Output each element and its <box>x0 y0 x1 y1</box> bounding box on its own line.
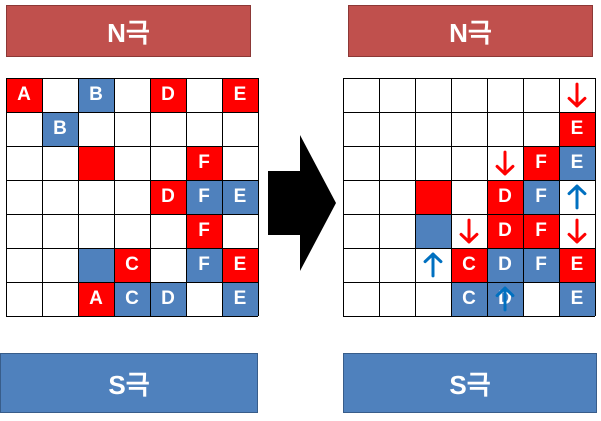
right-cell-blue-c: C <box>451 282 487 316</box>
left-cell-blue-d: D <box>150 282 186 316</box>
left-cell-red-e: E <box>222 78 258 112</box>
right-arrow-up-icon <box>423 252 443 278</box>
right-cell-blue-e: E <box>559 282 595 316</box>
right-cell-red-f: F <box>523 214 559 248</box>
right-cell-red-d: D <box>487 214 523 248</box>
left-cell-blue-f: F <box>186 180 222 214</box>
right-cell-red-d: D <box>487 180 523 214</box>
right-cell-blue-f: F <box>523 248 559 282</box>
right-arrow-up-icon <box>567 184 587 210</box>
right-arrow-down-icon <box>567 218 587 244</box>
left-s-pole-label: S극 <box>0 353 258 413</box>
left-n-pole-label: N극 <box>6 5 251 57</box>
right-s-pole-label: S극 <box>343 353 597 413</box>
right-cell-red-blank <box>415 180 451 214</box>
right-cell-red-e: E <box>559 248 595 282</box>
left-cell-red-blank <box>78 146 114 180</box>
left-cell-red-f: F <box>186 214 222 248</box>
left-cell-red-d: D <box>150 180 186 214</box>
right-arrow-down-icon <box>495 150 515 176</box>
right-cell-blue-blank <box>415 214 451 248</box>
left-cell-blue-b: B <box>42 112 78 146</box>
right-cell-blue-e: E <box>559 146 595 180</box>
right-cell-red-c: C <box>451 248 487 282</box>
right-arrow-down-icon <box>459 218 479 244</box>
left-cell-blue-blank <box>78 248 114 282</box>
right-grid: EFEDFDFCDFECDE <box>343 78 596 317</box>
left-cell-blue-c: C <box>114 282 150 316</box>
right-cell-red-e: E <box>559 112 595 146</box>
right-arrow-up-icon <box>495 286 515 312</box>
left-cell-red-a: A <box>6 78 42 112</box>
left-cell-blue-f: F <box>186 248 222 282</box>
left-cell-blue-b: B <box>78 78 114 112</box>
right-cell-blue-d: D <box>487 248 523 282</box>
right-n-pole-label: N극 <box>348 5 593 57</box>
left-cell-red-f: F <box>186 146 222 180</box>
left-cell-red-d: D <box>150 78 186 112</box>
left-cell-red-c: C <box>114 248 150 282</box>
transition-arrow-icon <box>268 135 336 271</box>
right-cell-red-f: F <box>523 146 559 180</box>
left-cell-red-e: E <box>222 248 258 282</box>
right-cell-blue-f: F <box>523 180 559 214</box>
left-cell-blue-e: E <box>222 180 258 214</box>
right-arrow-down-icon <box>567 82 587 108</box>
left-cell-red-a: A <box>78 282 114 316</box>
left-cell-blue-e: E <box>222 282 258 316</box>
